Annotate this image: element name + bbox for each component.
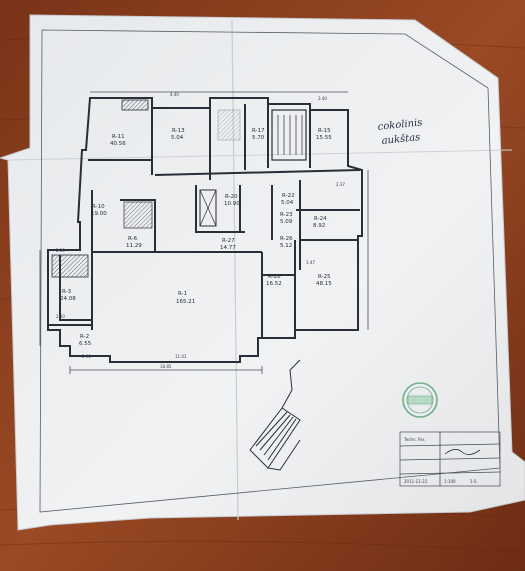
room-r24-area: 8.92 — [313, 223, 325, 229]
room-r25-area: 48.15 — [316, 281, 332, 287]
room-r13-name: R-13 — [172, 128, 185, 134]
room-r20-name: R-20 — [225, 194, 238, 200]
room-r10-name: R-10 — [92, 204, 105, 210]
dim-left-a: 2.20 — [56, 314, 65, 319]
room-r6-area: 11.29 — [126, 243, 142, 249]
dim-top-a: 4.40 — [170, 92, 179, 97]
room-r24-name: R-24 — [314, 216, 327, 222]
signature-mark — [444, 449, 481, 455]
room-r2-name: R-2 — [80, 334, 89, 340]
room-r1-area: 165.21 — [176, 299, 195, 305]
room-r17-name: R-17 — [252, 128, 265, 134]
room-r11-area: 40.56 — [110, 141, 126, 147]
room-r22-name: R-22 — [282, 193, 295, 199]
room-r13-area: 5.04 — [171, 135, 184, 141]
approval-stamp — [402, 382, 438, 418]
room-r10-area: 19.00 — [91, 211, 107, 217]
dim-bottom-mid: 11.01 — [175, 354, 187, 359]
title-block-label: Techn. Par. — [403, 437, 425, 442]
room-r2-area: 6.55 — [79, 341, 92, 347]
handwritten-floor-title-line2: aukštas — [381, 132, 421, 147]
room-r6-name: R-6 — [128, 236, 138, 242]
room-r26-name: R-26 — [280, 236, 293, 242]
room-r23-area: 5.09 — [280, 219, 293, 225]
dim-top-b: 3.40 — [318, 96, 327, 101]
room-r20-area: 10.90 — [224, 201, 240, 207]
room-r11-name: R-11 — [112, 134, 125, 140]
dim-right-b: 3.47 — [306, 260, 315, 265]
room-r15-area: 15.55 — [316, 135, 332, 141]
room-r15-name: R-15 — [318, 128, 331, 134]
room-r27-area: 14.77 — [220, 245, 236, 251]
room-r27-name: R-27 — [222, 238, 235, 244]
room-r17-area: 5.70 — [252, 135, 265, 141]
drawing-border — [39, 29, 501, 513]
dim-left-b: 2.30 — [56, 248, 65, 253]
title-block-scale: 1:100 — [444, 479, 456, 484]
title-block: Techn. Par. 2011-11-22 1:100 1-5 — [399, 431, 501, 487]
room-r22-area: 5.04 — [281, 200, 294, 206]
title-block-sheet: 1-5 — [470, 479, 477, 484]
room-r1-name: R-1 — [178, 291, 187, 297]
room-r26-area: 5.12 — [280, 243, 292, 249]
room-r23-name: R-23 — [280, 212, 293, 218]
room-r3-name: R-3 — [62, 289, 72, 295]
dim-bottom-left: 2.90 — [82, 354, 91, 359]
title-block-date: 2011-11-22 — [404, 479, 428, 484]
handwritten-floor-title-line1: cokolinis — [377, 117, 423, 133]
paper-fold-vertical — [231, 19, 239, 521]
room-r3-area: 24.08 — [60, 296, 76, 302]
dim-bottom-total: 18.85 — [160, 364, 172, 369]
paper-fold-horizontal — [7, 149, 513, 161]
room-r25-name: R-25 — [318, 274, 331, 280]
room-r28-area: 16.52 — [266, 281, 282, 287]
floor-plan: R-1 165.21 R-2 6.55 R-3 24.08 R-6 11.29 … — [39, 91, 369, 471]
dim-right-a: 2.37 — [336, 182, 345, 187]
room-r28-name: R-28 — [268, 274, 281, 280]
